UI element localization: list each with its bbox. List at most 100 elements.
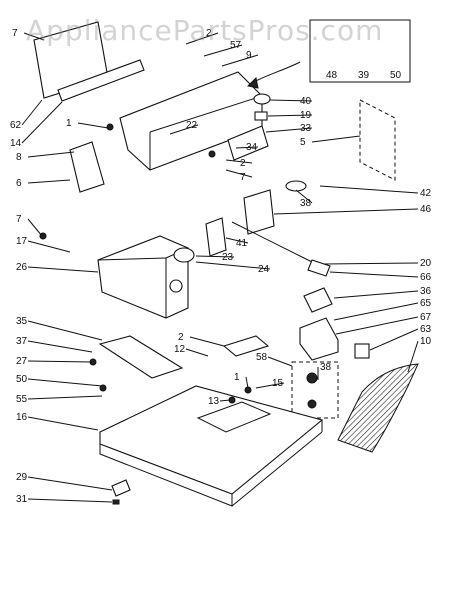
front-vane xyxy=(337,363,419,453)
leader-line xyxy=(219,399,231,402)
callout-34: 34 xyxy=(246,142,258,153)
callout-20: 20 xyxy=(420,258,432,269)
leader-line xyxy=(335,316,419,335)
callout-41: 41 xyxy=(236,238,248,249)
heater-bracket xyxy=(205,217,227,257)
base-plate xyxy=(98,335,184,379)
leader-line xyxy=(27,179,71,184)
leader-line xyxy=(195,255,235,258)
motor-mount-plate xyxy=(243,189,275,235)
leader-line xyxy=(333,290,419,299)
callout-7: 7 xyxy=(16,214,22,225)
leveling-bracket xyxy=(111,479,131,497)
callout-36: 36 xyxy=(420,286,432,297)
leader-line xyxy=(27,218,43,237)
leader-line xyxy=(273,208,419,215)
callout-24: 24 xyxy=(258,264,270,275)
leader-line xyxy=(329,271,419,278)
callout-38: 38 xyxy=(300,198,312,209)
callout-37: 37 xyxy=(16,336,28,347)
leader-line xyxy=(225,237,249,244)
callout-1: 1 xyxy=(66,118,72,129)
leader-line xyxy=(27,498,113,503)
leader-line xyxy=(255,382,285,389)
inset-callout-50: 50 xyxy=(390,70,402,81)
screw xyxy=(208,150,216,158)
leader-line xyxy=(407,340,419,373)
callout-58: 58 xyxy=(256,352,268,363)
leader-line xyxy=(269,99,313,102)
switch-bracket xyxy=(227,125,269,161)
leader-line xyxy=(195,261,271,270)
leader-line xyxy=(185,348,209,357)
inset-callout-48: 48 xyxy=(326,70,338,81)
screw xyxy=(106,123,114,131)
motor xyxy=(173,247,195,263)
callout-7: 7 xyxy=(240,172,246,183)
leader-line xyxy=(27,416,99,431)
callout-2: 2 xyxy=(240,158,246,169)
blower-housing xyxy=(303,287,333,313)
leader-line xyxy=(265,127,313,133)
callout-5: 5 xyxy=(300,137,306,148)
callout-2: 2 xyxy=(178,332,184,343)
leader-line xyxy=(225,159,253,164)
callout-38: 38 xyxy=(320,362,332,373)
leader-line xyxy=(27,378,103,387)
leader-line xyxy=(267,356,293,367)
callout-46: 46 xyxy=(420,204,432,215)
callout-1: 1 xyxy=(234,372,240,383)
timer xyxy=(253,93,271,105)
callout-16: 16 xyxy=(16,412,28,423)
leader-line xyxy=(203,44,243,57)
callout-10: 10 xyxy=(420,336,432,347)
leader-line xyxy=(189,336,225,347)
callout-33: 33 xyxy=(300,123,312,134)
callout-15: 15 xyxy=(272,378,284,389)
blower-box xyxy=(299,317,339,361)
callout-14: 14 xyxy=(10,138,22,149)
gasket xyxy=(222,335,270,357)
leader-line xyxy=(333,302,419,321)
callout-67: 67 xyxy=(420,312,432,323)
callout-57: 57 xyxy=(230,40,242,51)
callout-35: 35 xyxy=(16,316,28,327)
inset-callout-39: 39 xyxy=(358,70,370,81)
callout-31: 31 xyxy=(16,494,28,505)
callout-66: 66 xyxy=(420,272,432,283)
callout-8: 8 xyxy=(16,152,22,163)
leader-line xyxy=(267,114,313,117)
leader-line xyxy=(235,146,259,149)
leader-line xyxy=(27,320,103,341)
callout-63: 63 xyxy=(420,324,432,335)
callout-2: 2 xyxy=(206,28,212,39)
cover-plate xyxy=(354,343,370,359)
leader-line xyxy=(27,395,103,400)
wiring-inset xyxy=(309,19,411,83)
callout-26: 26 xyxy=(16,262,28,273)
leader-line xyxy=(245,376,249,389)
callout-27: 27 xyxy=(16,356,28,367)
leader-line xyxy=(27,476,113,491)
callout-29: 29 xyxy=(16,472,28,483)
leader-line xyxy=(319,185,419,194)
leader-line xyxy=(295,189,313,204)
leader-line xyxy=(27,360,93,363)
leader-line xyxy=(27,240,71,253)
leader-line xyxy=(77,122,109,129)
leader-line xyxy=(225,169,253,178)
callout-23: 23 xyxy=(222,252,234,263)
leader-line xyxy=(27,151,75,158)
callout-9: 9 xyxy=(246,50,252,61)
console-bracket xyxy=(57,59,145,102)
console-end-cap xyxy=(69,141,105,193)
switch xyxy=(254,111,268,121)
callout-22: 22 xyxy=(186,120,198,131)
callout-6: 6 xyxy=(16,178,22,189)
leader-line xyxy=(21,101,63,144)
leader-line xyxy=(185,32,219,45)
leader-line xyxy=(221,54,259,67)
callout-40: 40 xyxy=(300,96,312,107)
